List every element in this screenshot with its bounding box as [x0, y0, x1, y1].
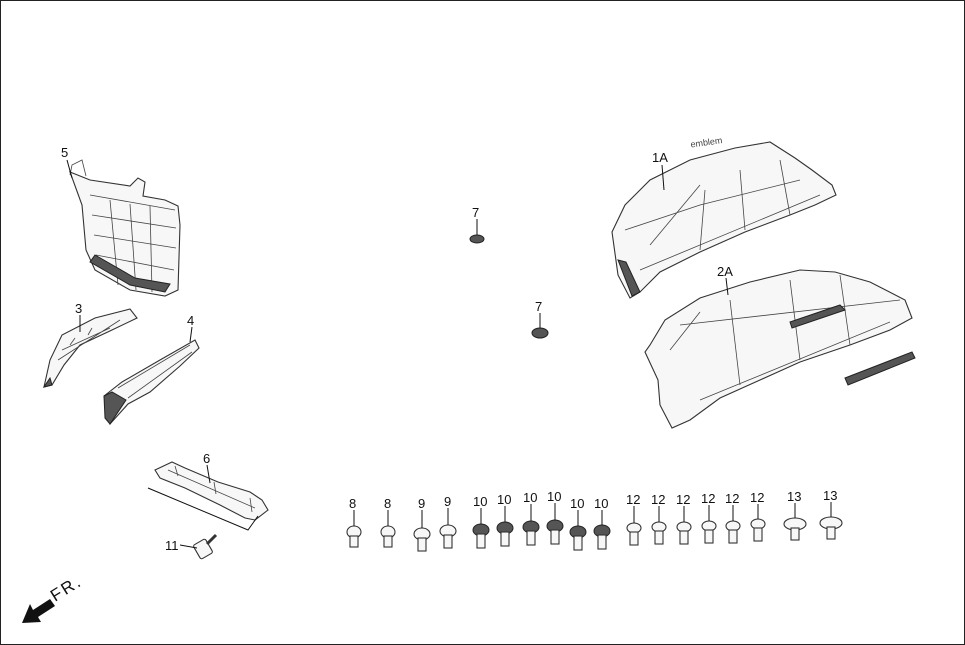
callout-2A: 2A: [717, 264, 733, 279]
fastener-9b: [439, 524, 457, 549]
svg-text:emblem: emblem: [690, 135, 723, 149]
callout-7-upper: 7: [472, 205, 479, 220]
callout-13a: 13: [787, 489, 801, 504]
callout-12e: 12: [725, 491, 739, 506]
callout-7-lower: 7: [535, 299, 542, 314]
fastener-12f: [750, 518, 766, 542]
callout-10b: 10: [497, 492, 511, 507]
callout-8a: 8: [349, 496, 356, 511]
callout-12b: 12: [651, 492, 665, 507]
callout-10a: 10: [473, 494, 487, 509]
part-1A-cover: emblem: [611, 135, 837, 299]
callout-12d: 12: [701, 491, 715, 506]
fastener-8a: [346, 525, 362, 548]
part-4-trim-strip: [103, 339, 200, 426]
callout-9b: 9: [444, 494, 451, 509]
fastener-10d: [546, 519, 564, 545]
part-6-mount-bracket: [147, 461, 269, 531]
fastener-12e: [725, 520, 741, 544]
fastener-12c: [676, 521, 692, 545]
front-arrow-icon: [22, 599, 55, 623]
fastener-9a: [413, 527, 431, 552]
part-5-inner-panel: [69, 159, 181, 297]
callout-3: 3: [75, 301, 82, 316]
front-direction-marker: FR.: [22, 572, 85, 623]
fastener-row: [346, 516, 843, 552]
callout-5: 5: [61, 145, 68, 160]
part-7-clip-lower: [531, 327, 549, 339]
callout-4: 4: [187, 313, 194, 328]
callout-12f: 12: [750, 490, 764, 505]
part-7-clip-upper: [469, 234, 485, 244]
part-11-bolt: [193, 533, 218, 560]
fastener-10a: [472, 523, 490, 549]
part-2A-cover: [644, 269, 916, 429]
callout-10c: 10: [523, 490, 537, 505]
fastener-12a: [626, 522, 642, 546]
fastener-10c: [522, 520, 540, 546]
fastener-10f: [593, 524, 611, 550]
front-label: FR.: [47, 572, 85, 606]
callout-12a: 12: [626, 492, 640, 507]
callout-11: 11: [165, 538, 179, 553]
callout-8b: 8: [384, 496, 391, 511]
callout-10f: 10: [594, 496, 608, 511]
callout-labels: 1A 2A 3 4 5 6 7 7 8 8 9 9 10 10 10 10 10…: [61, 145, 837, 553]
fastener-12d: [701, 520, 717, 544]
callout-1A: 1A: [652, 150, 668, 165]
fastener-12b: [651, 521, 667, 545]
callout-12c: 12: [676, 492, 690, 507]
callout-9a: 9: [418, 496, 425, 511]
callout-10e: 10: [570, 496, 584, 511]
part-3-bracket: [42, 308, 138, 388]
fastener-8b: [380, 525, 396, 548]
leader-lines: [66, 159, 832, 549]
fastener-10b: [496, 521, 514, 547]
fastener-10e: [569, 525, 587, 551]
fastener-13a: [783, 517, 807, 541]
callout-13b: 13: [823, 488, 837, 503]
fastener-13b: [819, 516, 843, 540]
callout-6: 6: [203, 451, 210, 466]
callout-10d: 10: [547, 489, 561, 504]
